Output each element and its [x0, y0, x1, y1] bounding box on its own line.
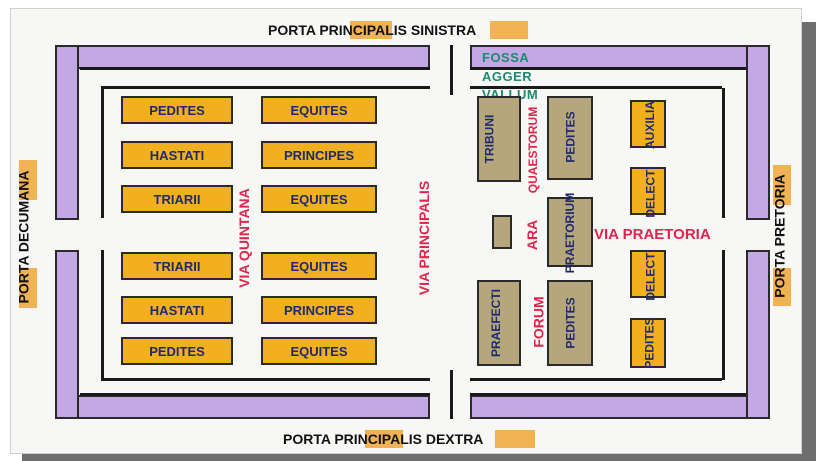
wall-left-bottom: [55, 250, 79, 419]
inner-line-bottom-right-2: [470, 378, 722, 381]
unit-equites-3: EQUITES: [261, 252, 377, 280]
block-ara: [492, 215, 512, 249]
gate-bottom-label: PORTA PRINCIPALIS DEXTRA: [283, 431, 484, 447]
road-via-praetoria-label: VIA PRAETORIA: [594, 226, 711, 243]
unit-hastati-2: HASTATI: [121, 296, 233, 324]
block-tribuni-label: TRIBUNI: [482, 114, 497, 164]
unit-equites-2: EQUITES: [261, 185, 377, 213]
frame-shadow-right: [800, 22, 816, 461]
gate-top-highlight-2: [490, 21, 528, 39]
inner-line-right-top: [722, 88, 725, 218]
block-auxilia-label: AUXILIA: [643, 101, 657, 149]
block-delecti-1: [630, 167, 666, 215]
gate-right-label: PORTA PRETORIA: [771, 174, 788, 298]
block-praetorium: [547, 197, 593, 267]
inner-line-left-top: [101, 88, 104, 218]
gate-left-highlight-2: [19, 268, 37, 308]
inner-line-top-right-2: [470, 86, 722, 89]
gate-bottom-highlight-2: [495, 430, 535, 448]
block-quaestorum-label: QUAESTORUM: [526, 106, 541, 194]
gate-top-highlight-1: [350, 21, 392, 39]
block-delecti-1-label: DELECTI: [643, 166, 658, 218]
gate-left-highlight-1: [19, 160, 37, 200]
block-praefecti: [477, 280, 521, 366]
unit-triarii-1: TRIARII: [121, 185, 233, 213]
inner-line-left-bottom: [101, 250, 104, 380]
block-pedites-mid: [547, 280, 593, 366]
block-pedites-mid-label: PEDITES: [563, 297, 578, 349]
unit-pedites-2: PEDITES: [121, 337, 233, 365]
gate-top-label: PORTA PRINCIPALIS SINISTRA: [268, 22, 477, 38]
defense-agger-label: AGGER: [482, 69, 533, 84]
road-line-bottom: [450, 370, 453, 419]
gate-right-highlight-1: [773, 165, 791, 205]
block-pedites-top: [547, 96, 593, 180]
wall-bottom-right: [470, 395, 770, 419]
gate-bottom-highlight-1: [365, 430, 403, 448]
unit-hastati-1: HASTATI: [121, 141, 233, 169]
wall-left-top: [55, 45, 79, 220]
gate-left-label: PORTA DECUMANA: [15, 170, 32, 304]
inner-line-bottom-left-2: [101, 378, 430, 381]
block-auxilia: [630, 100, 666, 148]
inner-line-bottom-right: [470, 393, 746, 396]
gate-right-highlight-2: [773, 268, 791, 306]
unit-pedites-1: PEDITES: [121, 96, 233, 124]
block-delecti-2-label: DELECTI: [643, 249, 658, 301]
unit-equites-1: EQUITES: [261, 96, 377, 124]
block-praetorium-label: PRAETORIUM: [563, 192, 578, 274]
unit-principes-1: PRINCIPES: [261, 141, 377, 169]
unit-triarii-2: TRIARII: [121, 252, 233, 280]
inner-line-top-left: [80, 67, 430, 70]
defense-fossa-label: FOSSA: [482, 50, 530, 65]
block-pedites-top-label: PEDITES: [563, 111, 578, 163]
road-via-quintana-label: VIA QUINTANA: [235, 188, 252, 288]
block-pedites-right: [630, 318, 666, 368]
block-pedites-right-label: PEDITES: [642, 317, 657, 369]
unit-principes-2: PRINCIPES: [261, 296, 377, 324]
unit-equites-4: EQUITES: [261, 337, 377, 365]
road-via-principalis-label: VIA PRINCIPALIS: [416, 180, 433, 296]
wall-right-top: [746, 45, 770, 220]
wall-top-left: [55, 45, 430, 69]
inner-line-top-left-2: [101, 86, 430, 89]
block-praefecti-label: PRAEFECTI: [489, 288, 504, 358]
block-ara-label: ARA: [524, 219, 541, 251]
road-line-top: [450, 45, 453, 95]
block-tribuni: [477, 96, 521, 182]
frame-shadow-bottom: [22, 450, 816, 461]
wall-bottom-left: [55, 395, 430, 419]
wall-right-bottom: [746, 250, 770, 419]
inner-line-bottom-left: [80, 393, 430, 396]
inner-line-top-right: [470, 67, 746, 70]
block-delecti-2: [630, 250, 666, 298]
inner-line-right-bottom: [722, 250, 725, 380]
block-forum-label: FORUM: [530, 296, 547, 348]
